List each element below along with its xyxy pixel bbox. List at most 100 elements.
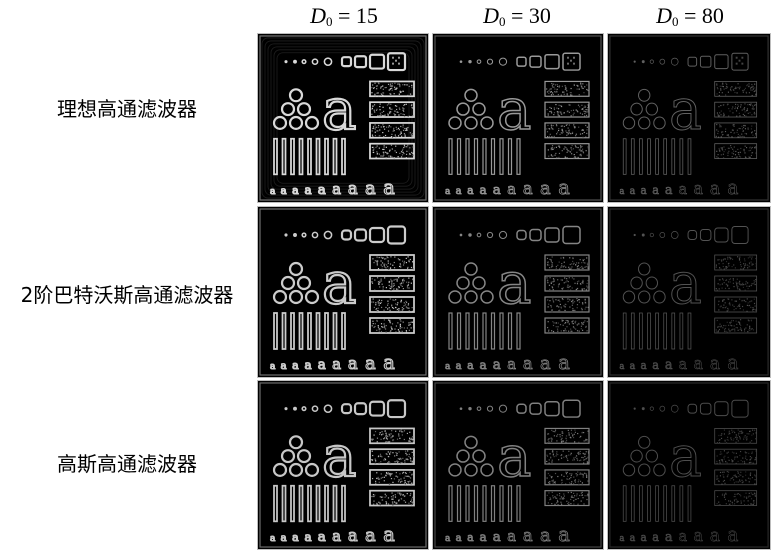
noise-speck xyxy=(570,268,572,271)
noise-speck xyxy=(737,83,739,85)
noise-speck xyxy=(717,331,719,333)
noise-speck xyxy=(755,104,757,106)
noise-speck xyxy=(584,495,586,497)
circle-mark xyxy=(272,289,288,305)
noise-speck xyxy=(571,481,573,483)
noise-speck xyxy=(378,478,380,480)
noise-speck xyxy=(576,474,579,476)
noise-speck xyxy=(546,131,549,133)
bar-mark xyxy=(490,312,496,350)
noise-speck xyxy=(551,310,553,313)
square-mark xyxy=(544,227,560,243)
noise-speck xyxy=(566,298,569,300)
noise-speck xyxy=(556,440,558,442)
noise-speck xyxy=(565,319,567,322)
noise-speck xyxy=(741,282,744,285)
noise-speck xyxy=(752,329,755,331)
noise-speck xyxy=(718,309,720,311)
noise-speck xyxy=(374,82,376,84)
noise-speck xyxy=(409,437,411,439)
noise-speck xyxy=(728,433,730,435)
noise-speck xyxy=(383,146,385,148)
noise-speck xyxy=(740,264,742,266)
noise-speck xyxy=(583,453,586,455)
noise-speck xyxy=(371,477,374,480)
noise-speck xyxy=(567,127,569,129)
noise-speck xyxy=(736,283,738,285)
noise-speck xyxy=(404,475,406,477)
noise-speck xyxy=(729,110,731,112)
noise-speck xyxy=(730,257,732,259)
noise-speck xyxy=(555,124,558,126)
noise-speck xyxy=(400,299,402,301)
noise-speck xyxy=(558,111,560,113)
checker-cell xyxy=(735,62,738,65)
noise-speck xyxy=(562,440,564,442)
noise-speck xyxy=(374,279,376,281)
noise-speck xyxy=(744,128,746,130)
noise-speck xyxy=(407,450,409,452)
noise-speck xyxy=(722,83,724,85)
small-letter-glyph: a xyxy=(641,531,648,544)
noise-speck xyxy=(379,281,381,284)
noise-speck xyxy=(560,279,562,281)
noise-speck xyxy=(587,284,590,286)
noise-speck xyxy=(389,106,391,109)
noise-speck xyxy=(552,93,554,96)
noise-speck xyxy=(727,258,729,260)
noise-speck xyxy=(732,124,734,126)
circle-mark xyxy=(638,290,651,304)
noise-speck xyxy=(376,310,378,313)
noise-speck xyxy=(552,321,554,323)
noise-speck xyxy=(578,88,580,90)
noise-speck xyxy=(373,86,375,89)
noise-speck xyxy=(718,288,720,290)
dot-mark xyxy=(323,57,333,66)
square-mark xyxy=(340,56,353,68)
noise-speck xyxy=(753,298,755,300)
noise-speck xyxy=(400,125,402,128)
noise-speck xyxy=(375,460,377,462)
noise-speck xyxy=(582,473,584,475)
small-letter-glyph: a xyxy=(348,526,358,545)
noise-speck xyxy=(582,129,585,131)
noise-speck xyxy=(371,108,373,110)
noise-speck xyxy=(397,309,400,311)
noise-speck xyxy=(579,266,581,269)
noise-speck xyxy=(721,494,723,496)
noise-speck xyxy=(380,473,382,475)
noise-speck xyxy=(559,493,561,495)
noise-speck xyxy=(743,263,745,265)
noise-speck xyxy=(718,259,720,261)
noise-speck xyxy=(720,434,722,436)
noise-speck xyxy=(376,92,378,94)
noise-speck xyxy=(716,84,718,87)
noise-speck xyxy=(717,114,719,116)
noise-speck xyxy=(723,479,726,482)
noise-speck xyxy=(748,320,750,322)
noise-speck xyxy=(561,132,563,134)
noise-speck xyxy=(568,482,571,484)
noise-speck xyxy=(551,264,553,266)
noise-speck xyxy=(750,458,752,460)
noise-speck xyxy=(556,305,558,307)
noise-speck xyxy=(400,156,403,158)
noise-speck xyxy=(412,438,414,440)
bar-mark xyxy=(499,138,504,175)
noise-speck xyxy=(735,87,737,89)
noise-rectangle xyxy=(369,275,415,292)
noise-speck xyxy=(371,113,373,115)
bar-mark xyxy=(456,138,462,175)
noise-speck xyxy=(403,114,406,116)
noise-speck xyxy=(401,154,404,156)
small-letter-glyph: a xyxy=(641,359,648,372)
noise-speck xyxy=(391,87,393,89)
noise-speck xyxy=(570,328,572,330)
noise-speck xyxy=(388,284,390,287)
noise-speck xyxy=(546,494,548,496)
noise-speck xyxy=(749,326,751,328)
noise-speck xyxy=(574,498,577,501)
noise-speck xyxy=(409,431,411,433)
small-letter-glyph: a xyxy=(710,179,720,199)
noise-speck xyxy=(735,281,737,283)
